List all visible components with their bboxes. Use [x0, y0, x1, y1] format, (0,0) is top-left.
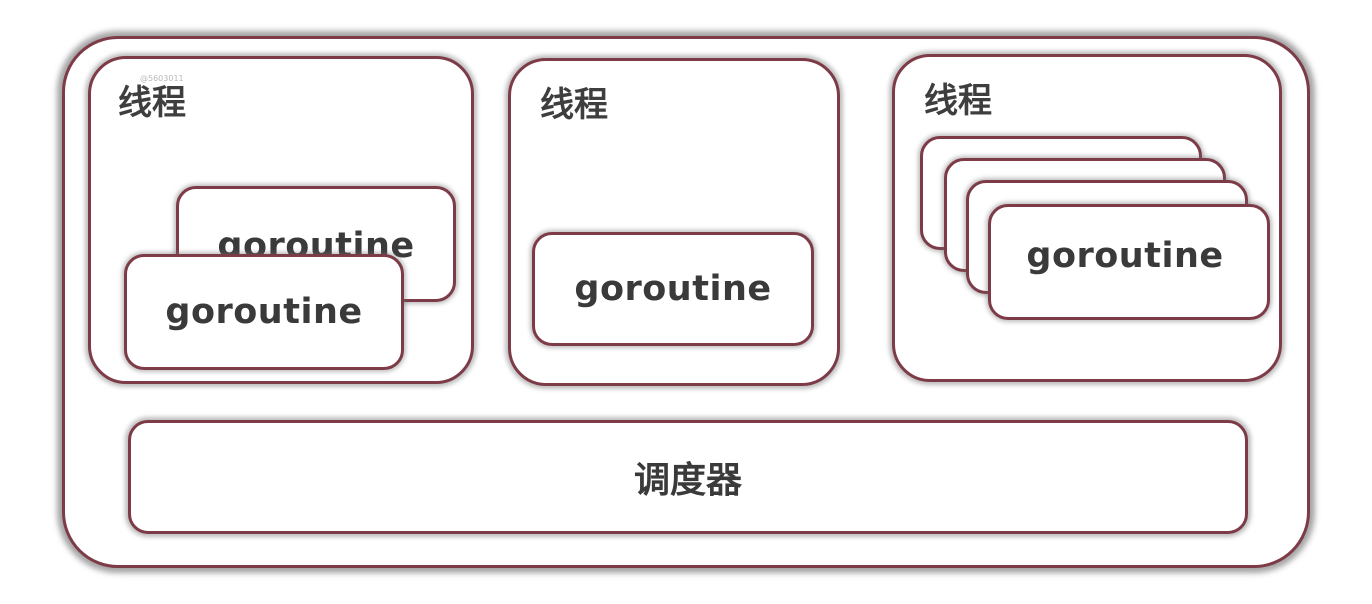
scheduler-label: 调度器 [633, 460, 742, 501]
goroutine-box: goroutine [988, 204, 1270, 320]
thread-label-3: 线程 [924, 81, 992, 121]
thread-label-2: 线程 [540, 85, 608, 125]
goroutine-box: goroutine [532, 232, 814, 346]
goroutine-label: goroutine [165, 292, 363, 332]
watermark-text: @5603011 [140, 74, 184, 83]
goroutine-label: goroutine [574, 269, 772, 309]
scheduler-box: 调度器 [128, 420, 1248, 534]
goroutine-label: goroutine [1026, 236, 1224, 276]
thread-label-1: 线程 [118, 83, 186, 123]
goroutine-box: goroutine [124, 254, 404, 370]
